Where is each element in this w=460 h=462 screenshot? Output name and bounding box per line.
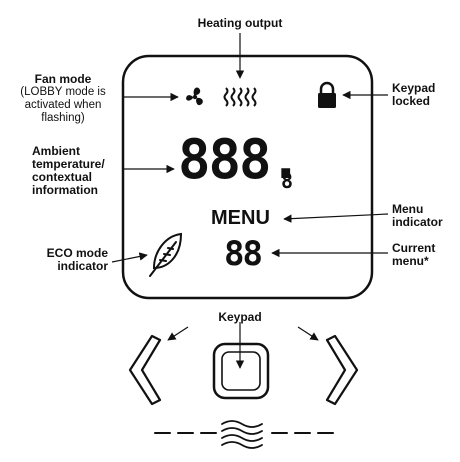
heating-output-icon (223, 87, 257, 107)
temperature-readout: 888. (178, 128, 302, 191)
fan-mode-note-2: activated when (24, 99, 102, 111)
left-chevron-arrow (167, 326, 189, 341)
current-menu-line-2: menu* (392, 254, 429, 268)
menu-indicator-arrow (283, 213, 389, 223)
menu-indicator-line-2: indicator (392, 215, 443, 229)
current-menu-line-1: Current (392, 241, 436, 255)
ambient-line-4: information (32, 183, 98, 197)
ambient-line-3: contextual (32, 170, 93, 184)
fan-mode-label: Fan mode (LOBBY mode is activated when f… (0, 73, 126, 125)
fan-mode-title: Fan mode (34, 72, 92, 86)
keypad-locked-line-1: Keypad (392, 81, 436, 95)
fan-mode-note-3: flashing) (41, 112, 85, 124)
current-menu-label: Current menu* (392, 242, 456, 268)
right-chevron-button[interactable] (325, 334, 359, 406)
display-frame (121, 54, 374, 300)
keypad-label: Keypad (218, 310, 262, 324)
heating-output-label: Heating output (197, 16, 283, 30)
keypad-locked-label: Keypad locked (392, 82, 456, 108)
menu-indicator-line-1: Menu (392, 202, 424, 216)
eco-line-1: ECO mode (46, 246, 108, 260)
right-chevron-arrow (297, 326, 319, 341)
leaf-icon (149, 232, 183, 277)
temperature-decimal-digit: 8 (281, 169, 294, 193)
wave-icon (221, 420, 263, 449)
keypad-locked-line-2: locked (392, 94, 431, 108)
eco-mode-label: ECO mode indicator (18, 247, 108, 273)
menu-indicator-text: MENU (211, 207, 270, 229)
ambient-temperature-label: Ambient temperature/ contextual informat… (32, 145, 124, 197)
eco-arrow (111, 252, 148, 263)
fan-icon (186, 87, 203, 106)
menu-indicator-label: Menu indicator (392, 203, 456, 229)
center-keypad-button[interactable] (212, 342, 270, 400)
current-menu-number: 88 (224, 234, 263, 274)
left-chevron-button[interactable] (128, 334, 162, 406)
ambient-line-2: temperature/ (32, 157, 105, 171)
lock-icon (318, 81, 336, 108)
eco-line-2: indicator (57, 259, 108, 273)
fan-mode-note-1: (LOBBY mode is (20, 86, 106, 98)
ambient-line-1: Ambient (32, 144, 80, 158)
